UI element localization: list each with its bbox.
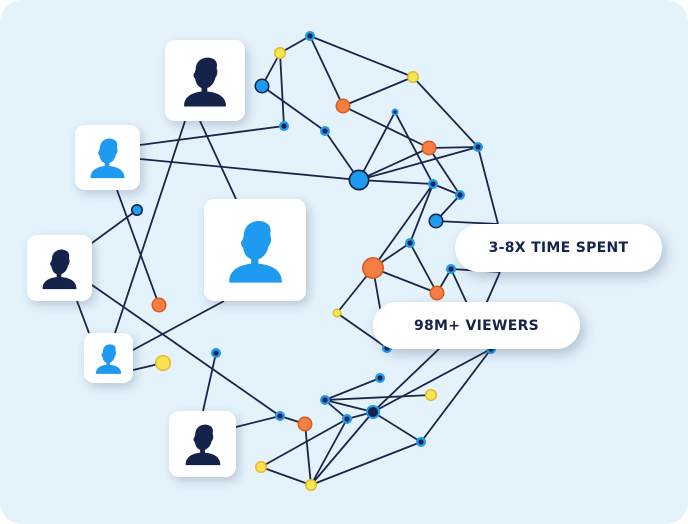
network-node (131, 204, 143, 216)
stat-pill-viewers: 98M+ VIEWERS (373, 302, 580, 349)
user-card-blue (75, 125, 140, 190)
network-link (310, 441, 422, 486)
stat-label: 98M+ VIEWERS (413, 317, 540, 334)
network-link (358, 147, 430, 181)
network-node (405, 238, 415, 248)
network-link (342, 105, 430, 149)
network-node (305, 31, 315, 41)
network-node (366, 405, 380, 419)
network-node (342, 414, 352, 424)
network-link (324, 377, 381, 401)
network-link (132, 300, 225, 351)
network-node (348, 169, 370, 191)
network-link (372, 411, 422, 443)
network-link (91, 209, 138, 244)
network-node (416, 437, 426, 447)
network-link (428, 147, 461, 196)
network-node (274, 47, 286, 59)
network-link (139, 158, 360, 181)
stat-pill-time-spent: 3-8X TIME SPENT (455, 224, 662, 272)
network-link (199, 120, 237, 200)
network-node (211, 348, 221, 358)
network-node (375, 373, 385, 383)
network-link (342, 76, 414, 107)
network-link (324, 394, 432, 401)
network-node (421, 140, 437, 156)
network-node (332, 308, 342, 318)
network-link (304, 423, 312, 486)
network-link (116, 189, 160, 306)
user-icon (184, 57, 226, 107)
stat-label: 3-8X TIME SPENT (488, 240, 629, 256)
network-link (372, 267, 438, 294)
network-node (473, 142, 483, 152)
network-link (420, 348, 492, 443)
network-node (428, 179, 438, 189)
user-icon (42, 249, 77, 289)
network-link (261, 85, 326, 132)
network-node (254, 78, 270, 94)
network-link (76, 300, 90, 334)
user-card-dark (169, 411, 236, 477)
network-link (435, 220, 499, 225)
network-link (394, 111, 434, 185)
network-link (279, 52, 285, 127)
network-link (324, 399, 374, 413)
network-node (362, 257, 384, 279)
user-card-dark (27, 235, 92, 301)
network-link (310, 411, 374, 486)
network-link (428, 146, 479, 149)
network-node (446, 264, 456, 274)
network-node (455, 190, 465, 200)
network-link (409, 183, 434, 244)
network-link (477, 146, 499, 225)
network-link (310, 418, 348, 486)
network-link (309, 35, 414, 78)
network-link (372, 348, 492, 413)
network-link (139, 125, 285, 146)
network-link (260, 418, 348, 468)
network-node (151, 297, 167, 313)
user-icon (185, 424, 220, 466)
user-icon (95, 343, 122, 374)
user-icon (228, 220, 282, 283)
network-link (412, 76, 479, 148)
network-link (336, 312, 388, 349)
user-card-blue (84, 333, 133, 383)
network-node (155, 355, 171, 371)
network-link (91, 284, 281, 417)
network-link (309, 35, 344, 107)
network-node (275, 411, 285, 421)
network-link (358, 111, 396, 181)
network-node (279, 121, 289, 131)
network-link (358, 179, 434, 185)
network-link (409, 242, 438, 294)
network-link (260, 466, 312, 486)
network-link (485, 271, 501, 305)
network-node (305, 479, 317, 491)
network-node (320, 126, 330, 136)
network-node (320, 395, 330, 405)
network-link (114, 120, 186, 334)
network-node (297, 416, 313, 432)
network-link (202, 352, 217, 412)
network-node (425, 389, 437, 401)
network-node (429, 285, 445, 301)
network-node (428, 213, 444, 229)
network-node (391, 108, 399, 116)
network-link (358, 146, 479, 181)
user-card-dark (165, 40, 245, 121)
user-card-blue-large (204, 199, 306, 301)
network-link (372, 183, 434, 269)
network-node (407, 71, 419, 83)
network-node (255, 461, 267, 473)
network-node (335, 98, 351, 114)
user-icon (90, 138, 125, 179)
network-link (235, 415, 281, 428)
